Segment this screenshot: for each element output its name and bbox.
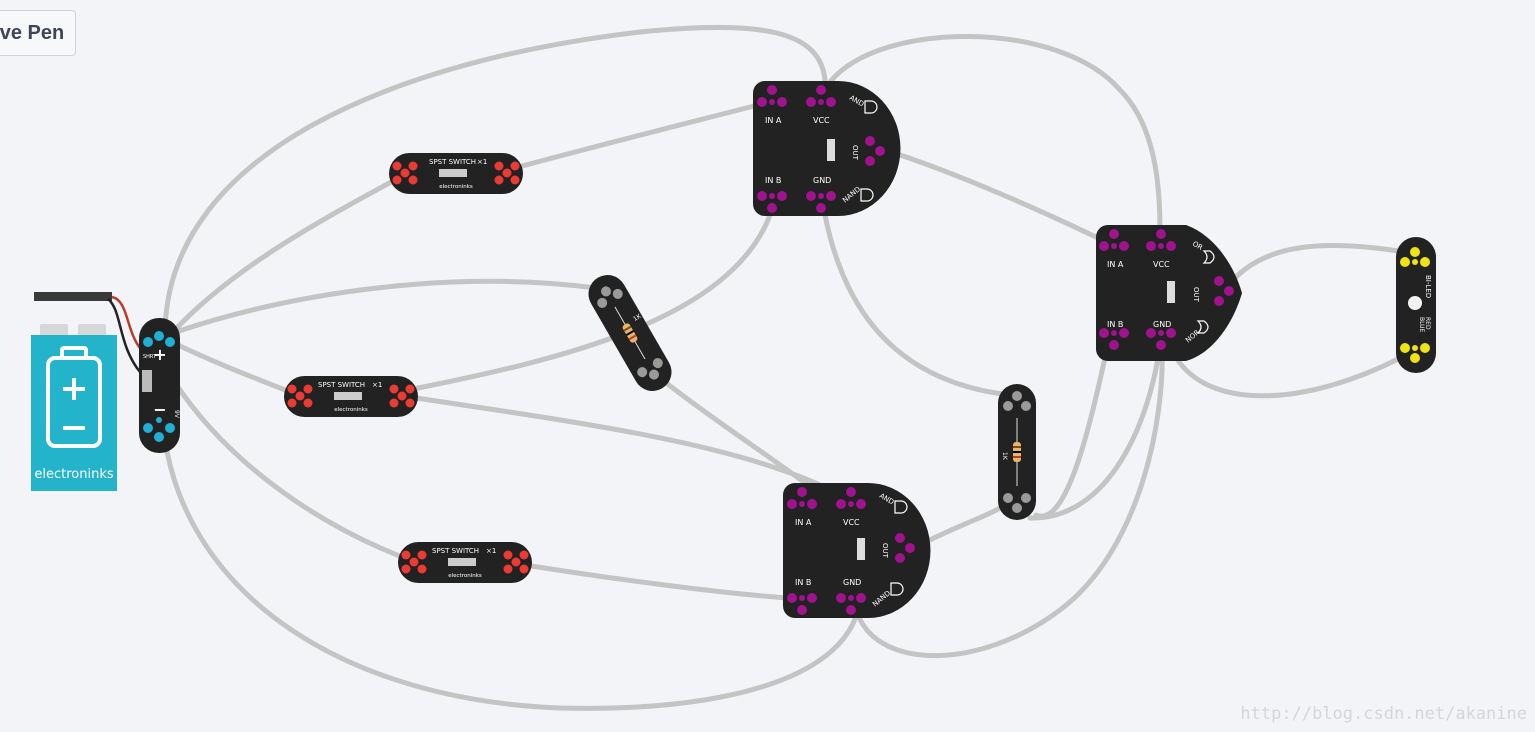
pin-out: OUT <box>851 145 859 161</box>
wire[interactable] <box>855 342 1165 659</box>
nand-gate-icon <box>860 188 874 202</box>
wire[interactable] <box>1222 242 1408 293</box>
resistor-value: 1K <box>1001 452 1008 461</box>
switch-count: ×1 <box>372 381 382 389</box>
wire[interactable] <box>822 212 1013 398</box>
pin-vcc: VCC <box>1153 260 1170 269</box>
switch-toggle[interactable] <box>448 558 476 566</box>
wire[interactable] <box>827 33 1163 243</box>
wire[interactable] <box>897 152 1101 241</box>
side-label: SHRT <box>143 354 157 360</box>
battery-body <box>31 335 117 491</box>
battery-wire-black <box>107 298 141 373</box>
switch-3[interactable]: SPST SWITCH ×1 electroninks <box>398 542 532 583</box>
switch-toggle[interactable] <box>334 392 362 400</box>
gate-switch[interactable] <box>1167 281 1175 303</box>
pin-out: OUT <box>881 543 889 559</box>
switch-toggle[interactable] <box>439 169 467 177</box>
and-nand-gate-bottom[interactable]: IN A VCC IN B GND OUT AND NAND <box>783 483 931 618</box>
switch-title: SPST SWITCH <box>429 158 476 166</box>
wire[interactable] <box>169 177 398 336</box>
gate-switch[interactable] <box>827 139 835 161</box>
pin-gnd: GND <box>1153 320 1171 329</box>
wire[interactable] <box>167 372 413 563</box>
pin-in-b: IN B <box>765 176 781 185</box>
wire[interactable] <box>405 212 773 393</box>
switch-brand: electroninks <box>448 573 482 579</box>
battery-9v[interactable]: electroninks <box>31 292 142 491</box>
nand-gate-icon <box>890 582 904 596</box>
pin-out: OUT <box>1192 287 1200 303</box>
pin-in-b: IN B <box>795 578 811 587</box>
switch-title: SPST SWITCH <box>432 547 479 555</box>
watermark: http://blog.csdn.net/akanine <box>1240 704 1527 724</box>
switch-brand: electroninks <box>439 184 473 190</box>
gate-switch[interactable] <box>857 538 865 560</box>
wire[interactable] <box>175 342 293 395</box>
switch-title: SPST SWITCH <box>318 381 365 389</box>
wire[interactable] <box>927 502 1008 543</box>
switch-count: ×1 <box>486 547 496 555</box>
resistor-value: 1K <box>632 312 643 322</box>
pin-vcc: VCC <box>843 518 860 527</box>
led-red-label: RED <box>1424 317 1431 330</box>
pin-gnd: GND <box>813 176 831 185</box>
wire[interactable] <box>522 562 790 601</box>
wire[interactable] <box>162 24 828 333</box>
voltage-label: 9V <box>173 410 180 419</box>
wire[interactable] <box>173 278 599 335</box>
led-blue-label: BLUE <box>1418 317 1425 333</box>
battery-connector-jack <box>142 370 152 392</box>
wire[interactable] <box>657 375 818 493</box>
wires <box>162 24 1408 711</box>
pin-in-a: IN A <box>765 116 782 125</box>
minus-label: − <box>153 400 166 419</box>
pin-gnd: GND <box>843 578 861 587</box>
pin-in-a: IN A <box>795 518 812 527</box>
pin-in-b: IN B <box>1107 320 1123 329</box>
pen-button[interactable]: ve Pen <box>0 10 76 56</box>
resistor-1[interactable]: 1K <box>582 268 679 398</box>
resistor-2[interactable]: 1K <box>998 384 1036 520</box>
switch-2[interactable]: SPST SWITCH ×1 electroninks <box>284 376 418 417</box>
switch-brand: electroninks <box>334 407 368 413</box>
battery-icon <box>46 346 102 448</box>
bi-led-board[interactable]: BI-LED RED BLUE <box>1396 237 1436 373</box>
wire[interactable] <box>1027 342 1163 521</box>
wire[interactable] <box>407 394 823 488</box>
wire[interactable] <box>162 437 861 711</box>
wire[interactable] <box>512 102 761 171</box>
pin-in-a: IN A <box>1107 260 1124 269</box>
switch-count: ×1 <box>477 158 487 166</box>
and-gate-icon <box>894 500 908 514</box>
battery-terminal-left <box>40 324 68 336</box>
pad-cluster <box>143 331 175 442</box>
and-gate-icon <box>864 100 878 114</box>
battery-terminal-right <box>78 324 106 336</box>
pin-vcc: VCC <box>813 116 830 125</box>
and-nand-gate-top[interactable]: IN A VCC IN B GND OUT AND NAND <box>753 81 901 216</box>
led-light <box>1408 296 1422 310</box>
battery-wire-red <box>111 295 142 349</box>
led-title: BI-LED <box>1424 275 1432 298</box>
battery-brand: electroninks <box>34 467 113 482</box>
or-nor-gate[interactable]: IN A VCC IN B GND OUT OR NOR <box>1096 225 1242 361</box>
battery-clip <box>34 292 112 301</box>
wire[interactable] <box>1169 347 1407 399</box>
plus-label: + <box>153 345 166 364</box>
nor-gate-icon <box>1196 320 1209 334</box>
switch-1[interactable]: SPST SWITCH ×1 electroninks <box>389 153 523 194</box>
or-gate-icon <box>1202 250 1215 264</box>
battery-connector-board[interactable]: + − 9V SHRT <box>139 318 180 453</box>
